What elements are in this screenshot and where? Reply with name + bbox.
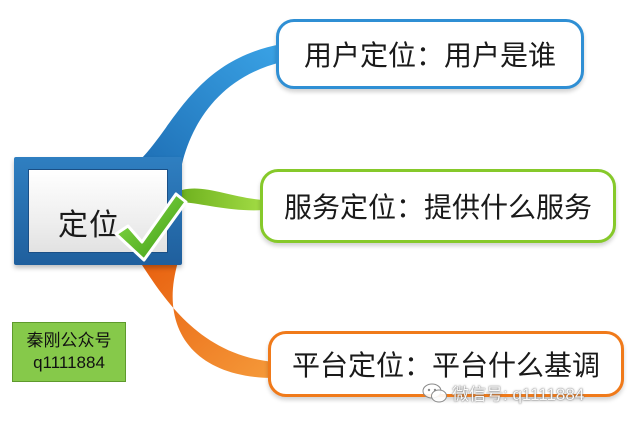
wechat-icon — [422, 383, 447, 402]
stamp-account-id: q1111884 — [33, 353, 105, 372]
checkmark-icon — [114, 192, 188, 262]
stamp-account-name: 秦刚公众号 — [26, 330, 112, 350]
branch-service-positioning: 服务定位：提供什么服务 — [260, 169, 616, 243]
wechat-watermark: 微信号: q1111884 — [422, 380, 584, 405]
connector-platform — [140, 262, 274, 378]
connector-user — [140, 44, 282, 164]
branch-user-positioning: 用户定位：用户是谁 — [276, 19, 584, 89]
author-stamp: 秦刚公众号 q1111884 — [12, 322, 126, 382]
watermark-text: 微信号: q1111884 — [452, 385, 585, 404]
center-node-label: 定位 — [58, 208, 120, 243]
connector-service — [182, 188, 264, 211]
branch-platform-positioning: 平台定位：平台什么基调 — [268, 331, 624, 397]
